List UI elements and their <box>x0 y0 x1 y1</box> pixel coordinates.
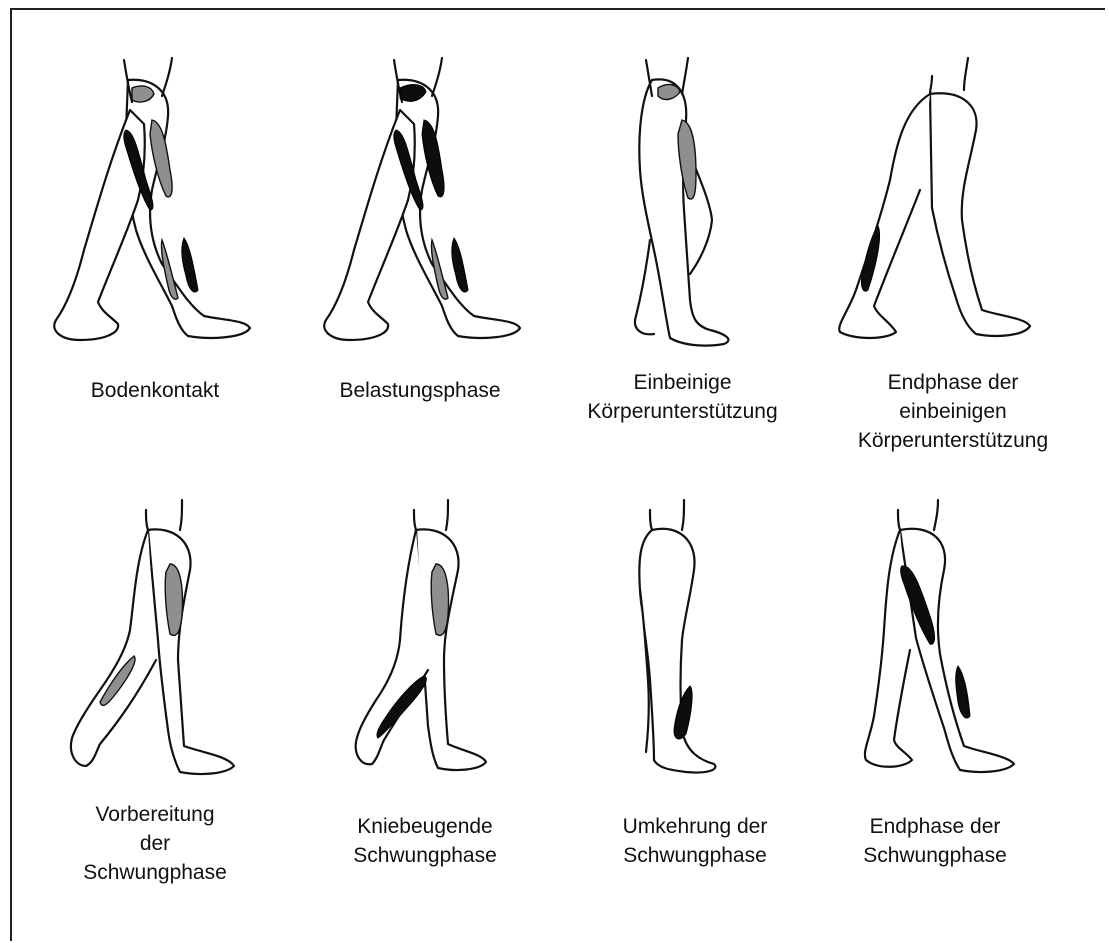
leg-figure-belastungsphase <box>300 50 540 360</box>
caption-endphase-schwung: Endphase der Schwungphase <box>815 812 1055 870</box>
caption-belastungsphase: Belastungsphase <box>285 376 555 405</box>
caption-umkehrung: Umkehrung der Schwungphase <box>575 812 815 870</box>
leg-figure-einbeinige <box>600 50 760 360</box>
leg-figure-endphase-unterstuetzung <box>820 50 1050 360</box>
caption-endphase-unterstuetzung: Endphase der einbeinigen Körperunterstüt… <box>808 368 1098 455</box>
leg-figure-endphase-schwung <box>840 490 1050 790</box>
caption-vorbereitung: Vorbereitung der Schwungphase <box>40 800 270 887</box>
caption-bodenkontakt: Bodenkontakt <box>40 376 270 405</box>
leg-figure-kniebeugende <box>330 490 530 790</box>
caption-kniebeugende: Kniebeugende Schwungphase <box>300 812 550 870</box>
caption-einbeinige: Einbeinige Körperunterstützung <box>560 368 805 426</box>
leg-figure-umkehrung <box>610 490 760 790</box>
leg-figure-vorbereitung <box>50 490 270 790</box>
leg-figure-bodenkontakt <box>40 50 270 360</box>
